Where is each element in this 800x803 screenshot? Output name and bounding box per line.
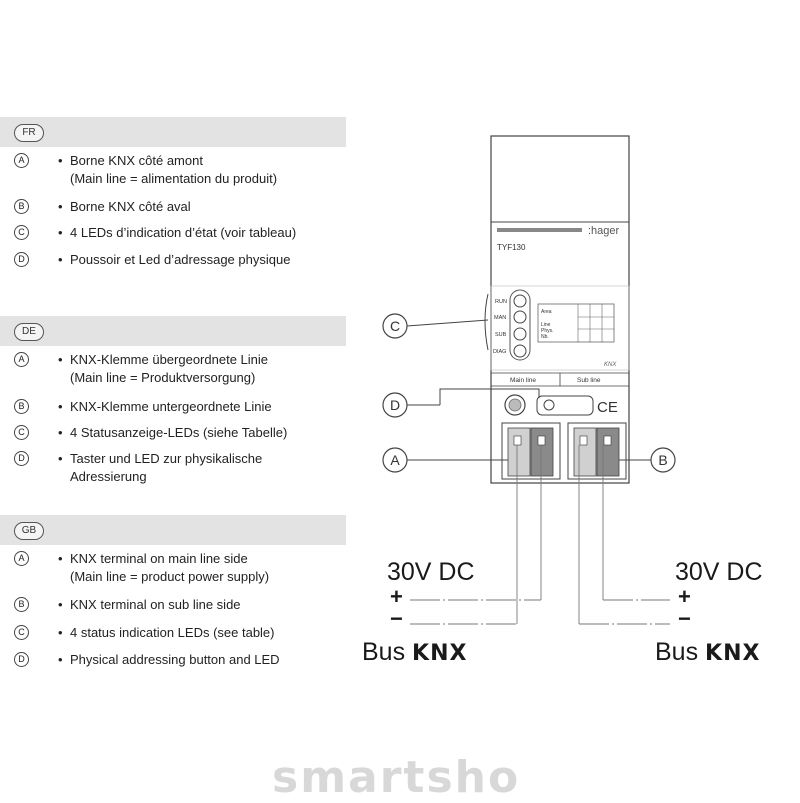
bullet-icon: • (58, 199, 63, 214)
legend-letter: B (14, 597, 29, 612)
lang-badge-fr: FR (14, 124, 44, 142)
legend-letter: A (14, 352, 29, 367)
led-diag (513, 344, 527, 358)
item-text: Taster und LED zur physikalische (70, 451, 263, 466)
legend-letter: D (14, 451, 29, 466)
legend-letter: C (14, 225, 29, 240)
item-text: Poussoir et Led d’adressage physique (70, 252, 291, 267)
legend-letter: D (14, 652, 29, 667)
section-header-fr: FR (0, 117, 346, 147)
main-line-label: Main line (510, 377, 536, 384)
brand-logo: :hager (588, 225, 620, 237)
item-text: Borne KNX côté amont (70, 153, 203, 168)
right-minus-sign: − (678, 606, 691, 631)
lang-badge-gb: GB (14, 522, 44, 540)
bullet-icon: • (58, 597, 63, 612)
left-plus-sign: + (390, 584, 403, 609)
item-text: 4 LEDs d’indication d’état (voir tableau… (70, 225, 297, 240)
svg-text:D: D (390, 397, 400, 413)
legend-letter: A (14, 551, 29, 566)
table-label-line: Line (541, 322, 551, 328)
bullet-icon: • (58, 225, 63, 240)
led-sub (513, 327, 527, 341)
right-bus-knx-label: Bus KNX (655, 638, 760, 667)
table-label-phys: Phys. (541, 328, 554, 334)
legend-letter: C (14, 625, 29, 640)
item-text-line2: (Main line = alimentation du produit) (70, 171, 278, 186)
bullet-icon: • (58, 652, 63, 667)
item-text: KNX-Klemme untergeordnete Linie (70, 399, 272, 414)
bullet-icon: • (58, 425, 63, 440)
item-text: Physical addressing button and LED (70, 652, 280, 667)
led-label-sub: SUB (495, 332, 507, 338)
bullet-icon: • (58, 625, 63, 640)
led-label-man: MAN (494, 315, 506, 321)
svg-text:B: B (658, 452, 667, 468)
ce-mark: CE (597, 399, 618, 416)
left-bus-knx-label: Bus KNX (362, 638, 467, 667)
bus-prefix: Bus (362, 638, 406, 666)
item-text-line2: Adressierung (70, 469, 147, 484)
led-man (513, 310, 527, 324)
model-label: TYF130 (497, 243, 526, 252)
brand-stripe (497, 228, 582, 232)
knx-logo-text: KNX (705, 641, 761, 666)
right-plus-sign: + (678, 584, 691, 609)
led-label-run: RUN (495, 299, 507, 305)
knx-mark: KNX (604, 362, 617, 368)
item-text: KNX terminal on sub line side (70, 597, 241, 612)
section-header-gb: GB (0, 515, 346, 545)
address-table (537, 303, 615, 343)
legend-letter: D (14, 252, 29, 267)
item-text: 4 Statusanzeige-LEDs (siehe Tabelle) (70, 425, 288, 440)
bullet-icon: • (58, 352, 63, 367)
table-label-nb: Nb. (541, 334, 549, 340)
lang-badge-de: DE (14, 323, 44, 341)
legend-letter: B (14, 399, 29, 414)
left-voltage-label: 30V DC (387, 558, 475, 586)
legend-letter: C (14, 425, 29, 440)
left-minus-sign: − (390, 606, 403, 631)
bullet-icon: • (58, 551, 63, 566)
bullet-icon: • (58, 399, 63, 414)
right-voltage-label: 30V DC (675, 558, 763, 586)
bullet-icon: • (58, 451, 63, 466)
led-column (509, 289, 531, 361)
led-run (513, 294, 527, 308)
bus-prefix: Bus (655, 638, 699, 666)
item-text-line2: (Main line = product power supply) (70, 569, 270, 584)
svg-text:A: A (390, 452, 400, 468)
item-text: KNX terminal on main line side (70, 551, 248, 566)
led-label-diag: DIAG (493, 349, 506, 355)
item-text-line2: (Main line = Produktversorgung) (70, 370, 256, 385)
legend-letter: A (14, 153, 29, 168)
legend-letter: B (14, 199, 29, 214)
table-label-area: Area (541, 309, 552, 315)
item-text: KNX-Klemme übergeordnete Linie (70, 352, 268, 367)
svg-text:C: C (390, 318, 400, 334)
bullet-icon: • (58, 252, 63, 267)
item-text: 4 status indication LEDs (see table) (70, 625, 275, 640)
watermark: smartsho (272, 752, 521, 803)
bullet-icon: • (58, 153, 63, 168)
section-header-de: DE (0, 316, 346, 346)
knx-logo-text: KNX (412, 641, 468, 666)
item-text: Borne KNX côté aval (70, 199, 191, 214)
sub-line-label: Sub line (577, 377, 601, 384)
